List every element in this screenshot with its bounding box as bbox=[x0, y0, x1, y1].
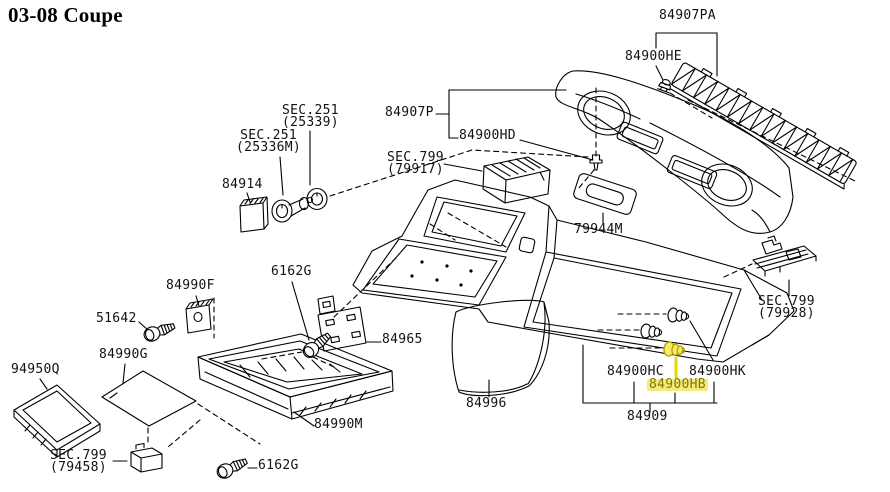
part-label-84900he[interactable]: 84900HE bbox=[625, 49, 682, 64]
part-label-84909[interactable]: 84909 bbox=[627, 409, 668, 424]
part-label-84907p[interactable]: 84907P bbox=[385, 105, 434, 120]
projection-lines bbox=[147, 87, 856, 448]
part-label-84900hb[interactable]: 84900HB bbox=[647, 377, 708, 392]
part-label-51642[interactable]: 51642 bbox=[96, 311, 137, 326]
part-lid-84996 bbox=[451, 299, 550, 397]
part-finisher-84909 bbox=[352, 179, 795, 363]
part-label-sec251-25339[interactable]: SEC.251(25339) bbox=[282, 103, 339, 130]
part-mat-84990G bbox=[101, 370, 197, 427]
part-label-84965[interactable]: 84965 bbox=[382, 332, 423, 347]
part-clip-84900HE bbox=[657, 78, 671, 94]
part-label-sec251-25336m[interactable]: SEC.251(25336M) bbox=[236, 128, 302, 155]
part-label-84900hc[interactable]: 84900HC bbox=[607, 364, 664, 379]
part-bracket-84990F bbox=[185, 298, 214, 334]
part-label-84990g[interactable]: 84990G bbox=[99, 347, 148, 362]
part-label-84996[interactable]: 84996 bbox=[466, 396, 507, 411]
part-bezel-79944M bbox=[573, 173, 637, 215]
part-label-84900hk[interactable]: 84900HK bbox=[689, 364, 746, 379]
part-label-6162g-upper[interactable]: 6162G bbox=[271, 264, 312, 279]
part-bracket-sec799-79928 bbox=[752, 235, 817, 277]
part-label-84914[interactable]: 84914 bbox=[222, 177, 263, 192]
part-label-94950q[interactable]: 94950Q bbox=[11, 362, 60, 377]
highlighted-part-84900HB[interactable] bbox=[662, 340, 686, 379]
page-title: 03-08 Coupe bbox=[8, 3, 123, 27]
part-box-sec799-79917 bbox=[482, 156, 551, 204]
part-label-79944m[interactable]: 79944M bbox=[574, 222, 623, 237]
leader-lines bbox=[39, 32, 790, 469]
part-label-84907pa[interactable]: 84907PA bbox=[659, 8, 716, 23]
part-label-sec799-79928[interactable]: SEC.799(79928) bbox=[758, 294, 815, 321]
part-label-84990f[interactable]: 84990F bbox=[166, 278, 215, 293]
part-plate-84914 bbox=[239, 196, 269, 233]
part-label-6162g-lower[interactable]: 6162G bbox=[258, 458, 299, 473]
part-grommets-sec251 bbox=[271, 187, 328, 223]
part-bracket-sec799-79458 bbox=[130, 442, 163, 473]
part-label-sec799-79917[interactable]: SEC.799(79917) bbox=[387, 150, 444, 177]
part-label-84900hd[interactable]: 84900HD bbox=[459, 128, 516, 143]
black-line-art bbox=[13, 32, 857, 482]
part-shelf-84907P bbox=[555, 70, 794, 234]
part-label-84990m[interactable]: 84990M bbox=[314, 417, 363, 432]
part-tray-94950Q bbox=[13, 384, 101, 458]
part-label-sec799-79458[interactable]: SEC.799(79458) bbox=[50, 448, 107, 475]
part-box-84990M bbox=[197, 333, 394, 420]
